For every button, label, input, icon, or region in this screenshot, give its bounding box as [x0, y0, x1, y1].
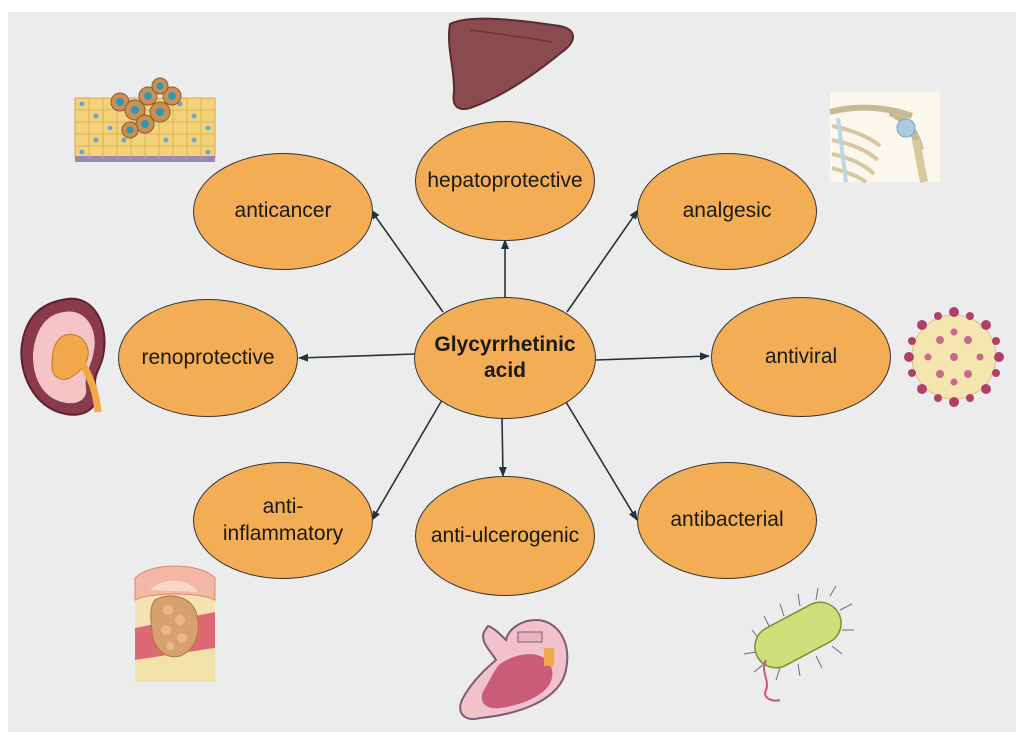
- label-anticancer: anticancer: [234, 199, 332, 223]
- arrow-to-antibacterial: [565, 401, 638, 521]
- node-anticancer: anticancer: [193, 153, 373, 270]
- node-antibacterial: antibacterial: [637, 462, 817, 579]
- center-label-line2: acid: [483, 359, 527, 382]
- arrow-to-antiviral: [595, 352, 710, 361]
- label-antibacterial: antibacterial: [670, 508, 784, 532]
- node-renoprotective: renoprotective: [118, 299, 298, 417]
- node-glycyrrhetinic-acid: Glycyrrhetinic acid: [414, 297, 596, 419]
- label-anti-inflammatory-line2: inflammatory: [222, 521, 344, 545]
- shoulder-bone-icon: [829, 92, 940, 184]
- bacterium-icon: [743, 585, 854, 702]
- label-antiviral: antiviral: [764, 344, 838, 368]
- arrow-to-anti-inflammatory: [371, 399, 443, 521]
- arrow-to-anticancer: [370, 209, 444, 313]
- node-anti-inflammatory: anti- inflammatory: [193, 462, 373, 579]
- virus-icon: [904, 307, 1004, 407]
- kidney-icon: [20, 297, 106, 416]
- label-analgesic: analgesic: [682, 199, 772, 223]
- liver-icon: [448, 17, 574, 110]
- label-renoprotective: renoprotective: [141, 345, 275, 369]
- arrow-to-anti-ulcerogenic: [498, 417, 507, 477]
- node-anti-ulcerogenic: anti-ulcerogenic: [415, 476, 595, 596]
- arrow-to-renoprotective: [298, 353, 416, 362]
- stomach-icon: [459, 618, 569, 720]
- node-analgesic: analgesic: [637, 153, 817, 270]
- node-antiviral: antiviral: [711, 297, 891, 417]
- label-anti-inflammatory-line1: anti-: [262, 495, 304, 519]
- node-hepatoprotective: hepatoprotective: [415, 121, 595, 241]
- label-anti-ulcerogenic: anti-ulcerogenic: [430, 523, 580, 547]
- label-hepatoprotective: hepatoprotective: [427, 168, 583, 192]
- arrow-to-analgesic: [566, 209, 639, 313]
- tissue-cells-icon: [74, 77, 216, 162]
- inflamed-tissue-icon: [134, 565, 216, 682]
- center-label-line1: Glycyrrhetinic: [434, 332, 576, 356]
